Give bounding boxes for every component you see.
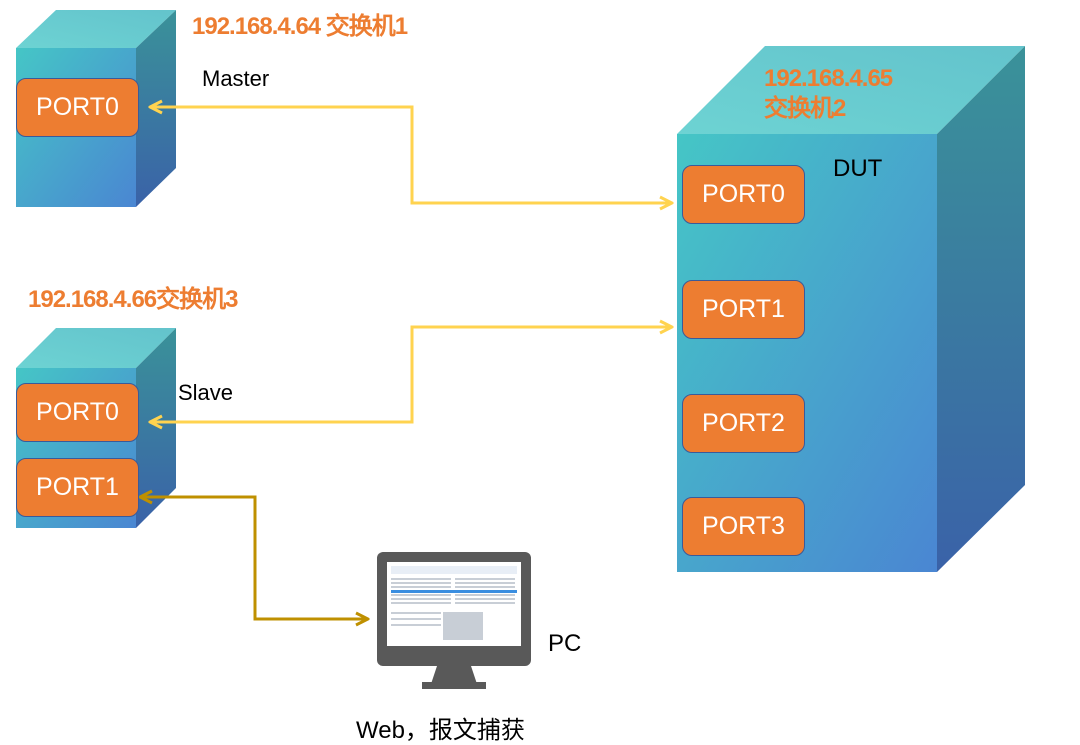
switch3-role-label: Slave	[178, 380, 234, 405]
link-master	[150, 107, 672, 203]
switch2-role-label: DUT	[833, 155, 883, 182]
pc-monitor-icon	[377, 552, 531, 689]
switch2-port0[interactable]: PORT0	[682, 165, 805, 224]
switch3-port1[interactable]: PORT1	[16, 458, 139, 517]
pc-caption: Web，报文捕获	[356, 717, 525, 744]
switch2-ip-label-line1: 192.168.4.65	[764, 65, 893, 92]
link-slave	[150, 327, 672, 422]
switch2-port3[interactable]: PORT3	[682, 497, 805, 556]
link-pc	[140, 497, 368, 619]
switch1-role-label: Master	[202, 66, 270, 91]
switch2-port1[interactable]: PORT1	[682, 280, 805, 339]
switch3-port0[interactable]: PORT0	[16, 383, 139, 442]
switch1-ip-label: 192.168.4.64 交换机1	[192, 13, 408, 40]
switch2-port2[interactable]: PORT2	[682, 394, 805, 453]
switch1-port0[interactable]: PORT0	[16, 78, 139, 137]
switch2-ip-label-line2: 交换机2	[764, 95, 846, 122]
switch3-ip-label: 192.168.4.66交换机3	[28, 286, 238, 313]
pc-label: PC	[548, 630, 582, 657]
